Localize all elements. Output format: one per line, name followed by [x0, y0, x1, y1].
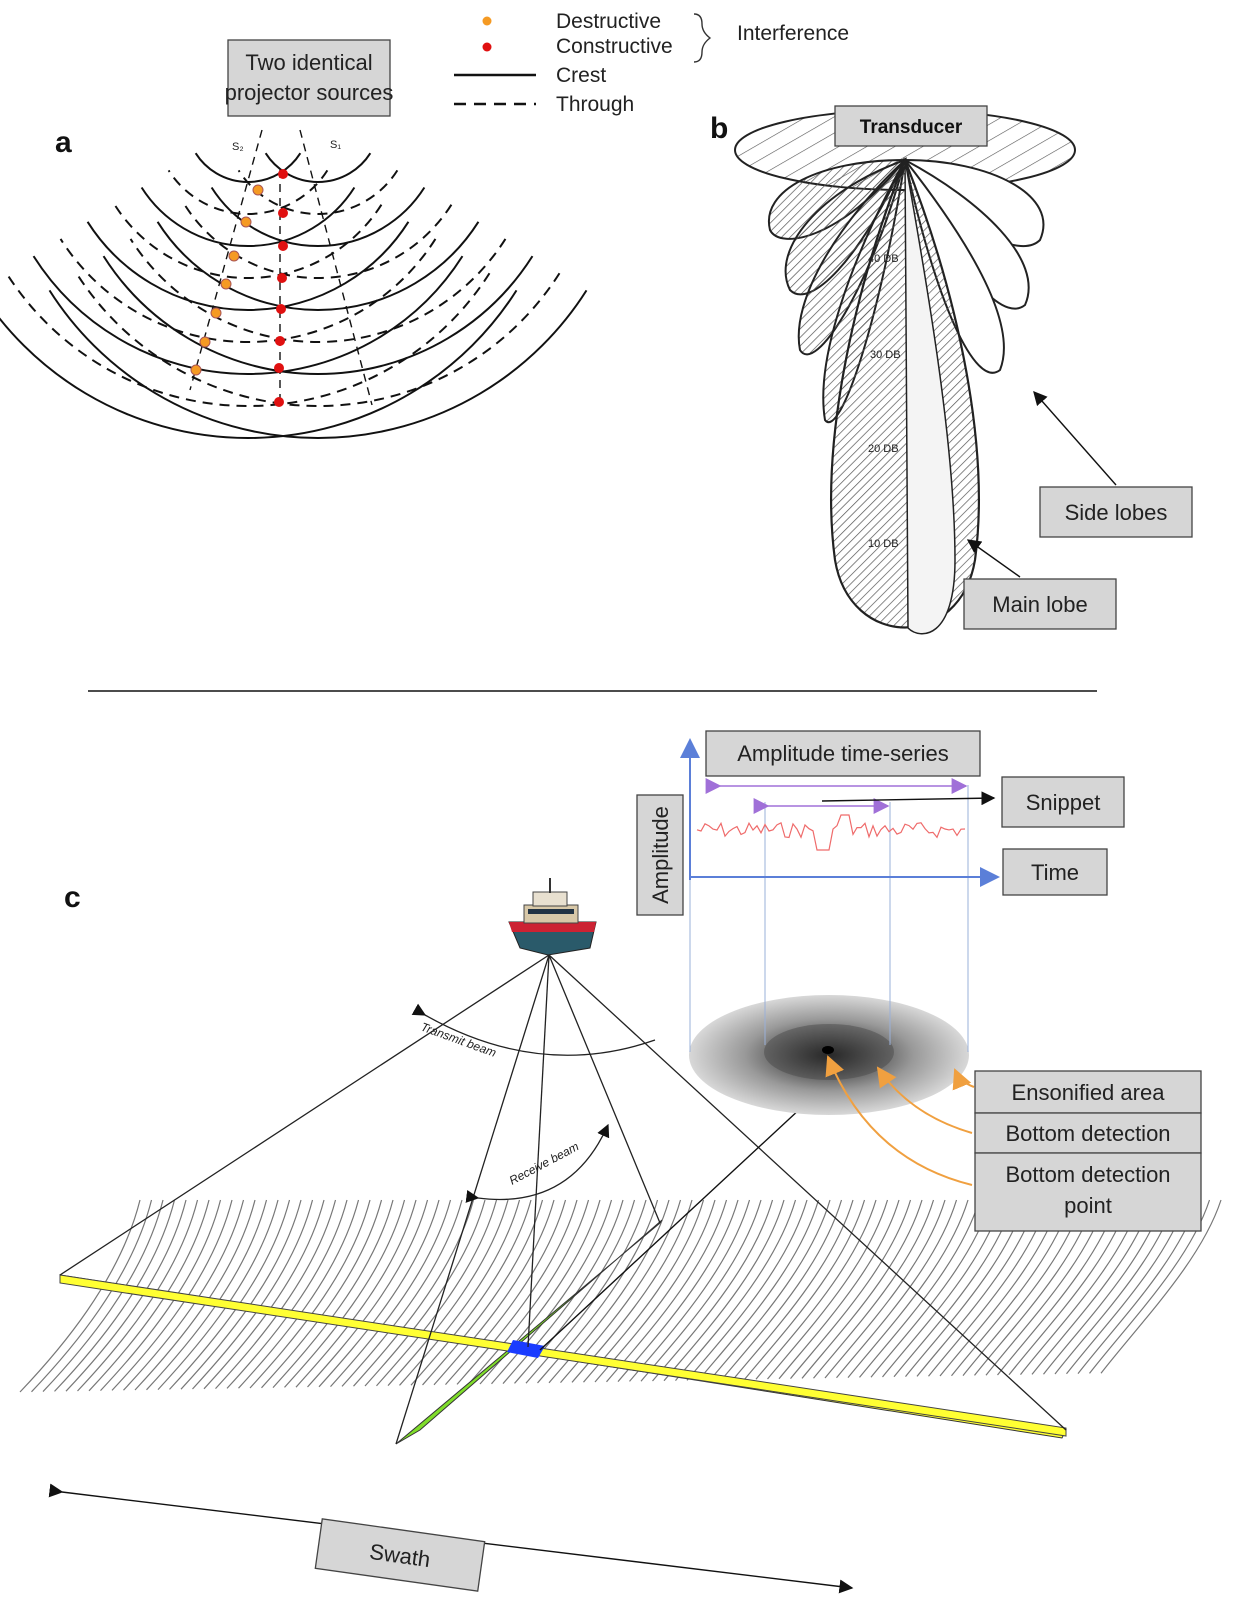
- panel-c: c Transmit beam Receive beam: [20, 731, 1221, 1591]
- sources-box-line2: projector sources: [225, 80, 394, 105]
- main-lobe-label: Main lobe: [992, 592, 1087, 617]
- constructive-point: [274, 363, 284, 373]
- seabed-line: [204, 1200, 324, 1389]
- bottom-detection-point-line2: point: [1064, 1193, 1112, 1218]
- ensonified-area-label: Ensonified area: [1012, 1080, 1166, 1105]
- receive-beam-label: Receive beam: [507, 1139, 581, 1187]
- wavefront-arc: [131, 239, 506, 342]
- constructive-point: [278, 241, 288, 251]
- destructive-point: [211, 308, 221, 318]
- wavefront-arc: [77, 273, 560, 406]
- db-label: 30 DB: [870, 349, 901, 361]
- seabed-line: [216, 1200, 336, 1389]
- legend-brace: [694, 14, 710, 62]
- legend-crest: Crest: [556, 64, 606, 87]
- bottom-detection-point-line1: Bottom detection: [1005, 1162, 1170, 1187]
- snippet-label: Snippet: [1026, 790, 1101, 815]
- legend-constructive: Constructive: [556, 35, 673, 58]
- db-label: 20 DB: [868, 443, 899, 455]
- amplitude-label: Amplitude: [648, 806, 673, 904]
- wavefront-arc: [34, 256, 463, 374]
- side-lobes-label: Side lobes: [1065, 500, 1168, 525]
- sources-box-line1: Two identical: [245, 50, 372, 75]
- constructive-point: [278, 208, 288, 218]
- constructive-point: [276, 304, 286, 314]
- wavefront-arc: [212, 188, 425, 246]
- db-label: 40 DB: [868, 253, 899, 265]
- wavefront-arc: [115, 205, 382, 278]
- beam-intersection: [507, 1340, 545, 1358]
- source-s1-label: S₁: [330, 139, 341, 151]
- seabed-line: [262, 1200, 382, 1388]
- wavefront-lines: [0, 130, 586, 438]
- amplitude-time-series-label: Amplitude time-series: [737, 741, 949, 766]
- db-label: 10 DB: [868, 538, 899, 550]
- transducer-label: Transducer: [860, 117, 963, 138]
- destructive-point: [191, 365, 201, 375]
- side-lobes-arrow: [1034, 392, 1116, 485]
- wavefront-arc: [0, 290, 516, 438]
- panel-b-label: b: [710, 112, 728, 145]
- panel-c-label: c: [64, 881, 81, 914]
- interference-line: [190, 130, 262, 390]
- constructive-point: [278, 169, 288, 179]
- bottom-detection-point: [822, 1046, 834, 1054]
- bottom-detection-label: Bottom detection: [1005, 1121, 1170, 1146]
- constructive-point: [277, 273, 287, 283]
- legend: Destructive Constructive Interference Cr…: [454, 10, 849, 116]
- transmit-beam-label: Transmit beam: [419, 1020, 498, 1060]
- legend-destructive: Destructive: [556, 10, 661, 33]
- seabed-line: [239, 1200, 359, 1388]
- destructive-point: [253, 185, 263, 195]
- panel-a-label: a: [55, 126, 72, 159]
- interference-line: [300, 130, 372, 405]
- legend-through: Through: [556, 93, 634, 116]
- destructive-point: [229, 251, 239, 261]
- destructive-point: [241, 217, 251, 227]
- wavefront-arc: [169, 170, 328, 214]
- destructive-point: [221, 279, 231, 289]
- seabed-line: [227, 1200, 347, 1388]
- swath-box: Swath: [315, 1519, 484, 1591]
- survey-ship: [509, 878, 596, 955]
- destructive-point: [200, 337, 210, 347]
- amplitude-trace: [697, 815, 965, 850]
- time-label: Time: [1031, 860, 1079, 885]
- source-s2-label: S₂: [232, 141, 244, 153]
- wavefront-arc: [7, 273, 490, 406]
- panel-a: a Two identical projector sources S₂ S₁: [0, 40, 586, 438]
- legend-interference: Interference: [737, 22, 849, 45]
- legend-destructive-dot: [483, 17, 492, 26]
- wavefront-arc: [61, 239, 436, 342]
- panel-b: b 40 DB 30 DB 20 DB 10 DB Transducer Sid…: [710, 106, 1192, 634]
- seabed-line: [193, 1200, 313, 1389]
- constructive-point: [274, 397, 284, 407]
- legend-constructive-dot: [483, 43, 492, 52]
- seabed-line: [250, 1200, 370, 1388]
- wavefront-arc: [104, 256, 533, 374]
- constructive-point: [275, 336, 285, 346]
